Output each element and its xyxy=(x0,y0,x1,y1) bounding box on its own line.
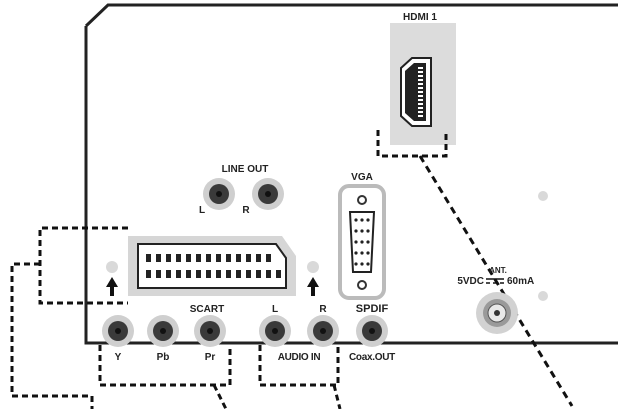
pb-jack xyxy=(147,315,179,347)
vga-port-group: VGA xyxy=(338,172,386,300)
line-out-label: LINE OUT xyxy=(222,164,269,175)
scart-label: SCART xyxy=(190,304,224,315)
antenna-coax-port-icon xyxy=(476,292,518,334)
vga-label: VGA xyxy=(351,172,373,183)
audio-in-right-jack xyxy=(307,315,339,347)
scart-pins-top xyxy=(146,254,271,262)
spdif-label: SPDIF xyxy=(356,303,389,315)
ypbpr-callout-bracket xyxy=(98,345,232,409)
antenna-label: ANT. xyxy=(489,266,507,275)
hdmi1-port-group: HDMI 1 xyxy=(376,12,456,158)
hdmi1-label: HDMI 1 xyxy=(403,12,437,23)
y-jack xyxy=(102,315,134,347)
ypbpr-group: Y Pb Pr xyxy=(102,315,226,363)
scart-port-group: SCART xyxy=(128,236,296,315)
panel-outline xyxy=(84,3,618,345)
vga-screw-top xyxy=(357,195,367,205)
pr-jack xyxy=(194,315,226,347)
spdif-group: SPDIF Coax.OUT xyxy=(349,303,395,363)
antenna-power-left: 5VDC xyxy=(457,276,484,287)
hdmi-port-icon xyxy=(400,57,432,127)
line-out-left-label: L xyxy=(199,205,205,216)
dc-symbol-icon xyxy=(486,278,504,284)
audio-in-group: L R AUDIO IN xyxy=(259,304,339,363)
y-label: Y xyxy=(115,352,122,363)
antenna-group: ANT. 5VDC 60mA xyxy=(457,266,534,334)
line-out-group: LINE OUT L R xyxy=(199,164,284,216)
audio-in-label: AUDIO IN xyxy=(278,352,321,363)
left-indicator-dot xyxy=(106,261,118,273)
scart-callout-line xyxy=(10,226,128,409)
left-arrow-up-icon xyxy=(106,277,118,296)
line-out-right-jack xyxy=(252,178,284,210)
audio-in-callout-bracket xyxy=(258,345,342,409)
spdif-coax-jack xyxy=(356,315,388,347)
right-arrow-up-icon xyxy=(307,277,319,296)
scart-pins-bottom xyxy=(146,270,281,278)
audio-in-right-label: R xyxy=(319,304,327,315)
pr-label: Pr xyxy=(205,352,216,363)
audio-in-left-label: L xyxy=(272,304,278,315)
panel-mount-dot-upper xyxy=(538,191,548,201)
vga-pins xyxy=(354,218,370,266)
hdmi-leader-line xyxy=(418,155,574,407)
pb-label: Pb xyxy=(157,352,170,363)
line-out-right-label: R xyxy=(242,205,250,216)
vga-screw-bottom xyxy=(357,280,367,290)
scart-connector-icon xyxy=(137,243,287,289)
antenna-power-right: 60mA xyxy=(507,276,534,287)
hdmi-callout-bracket xyxy=(376,130,448,158)
right-indicator-dot xyxy=(307,261,319,273)
spdif-coax-out-label: Coax.OUT xyxy=(349,352,395,363)
audio-in-left-jack xyxy=(259,315,291,347)
line-out-left-jack xyxy=(203,178,235,210)
panel-mount-dot-lower xyxy=(538,291,548,301)
